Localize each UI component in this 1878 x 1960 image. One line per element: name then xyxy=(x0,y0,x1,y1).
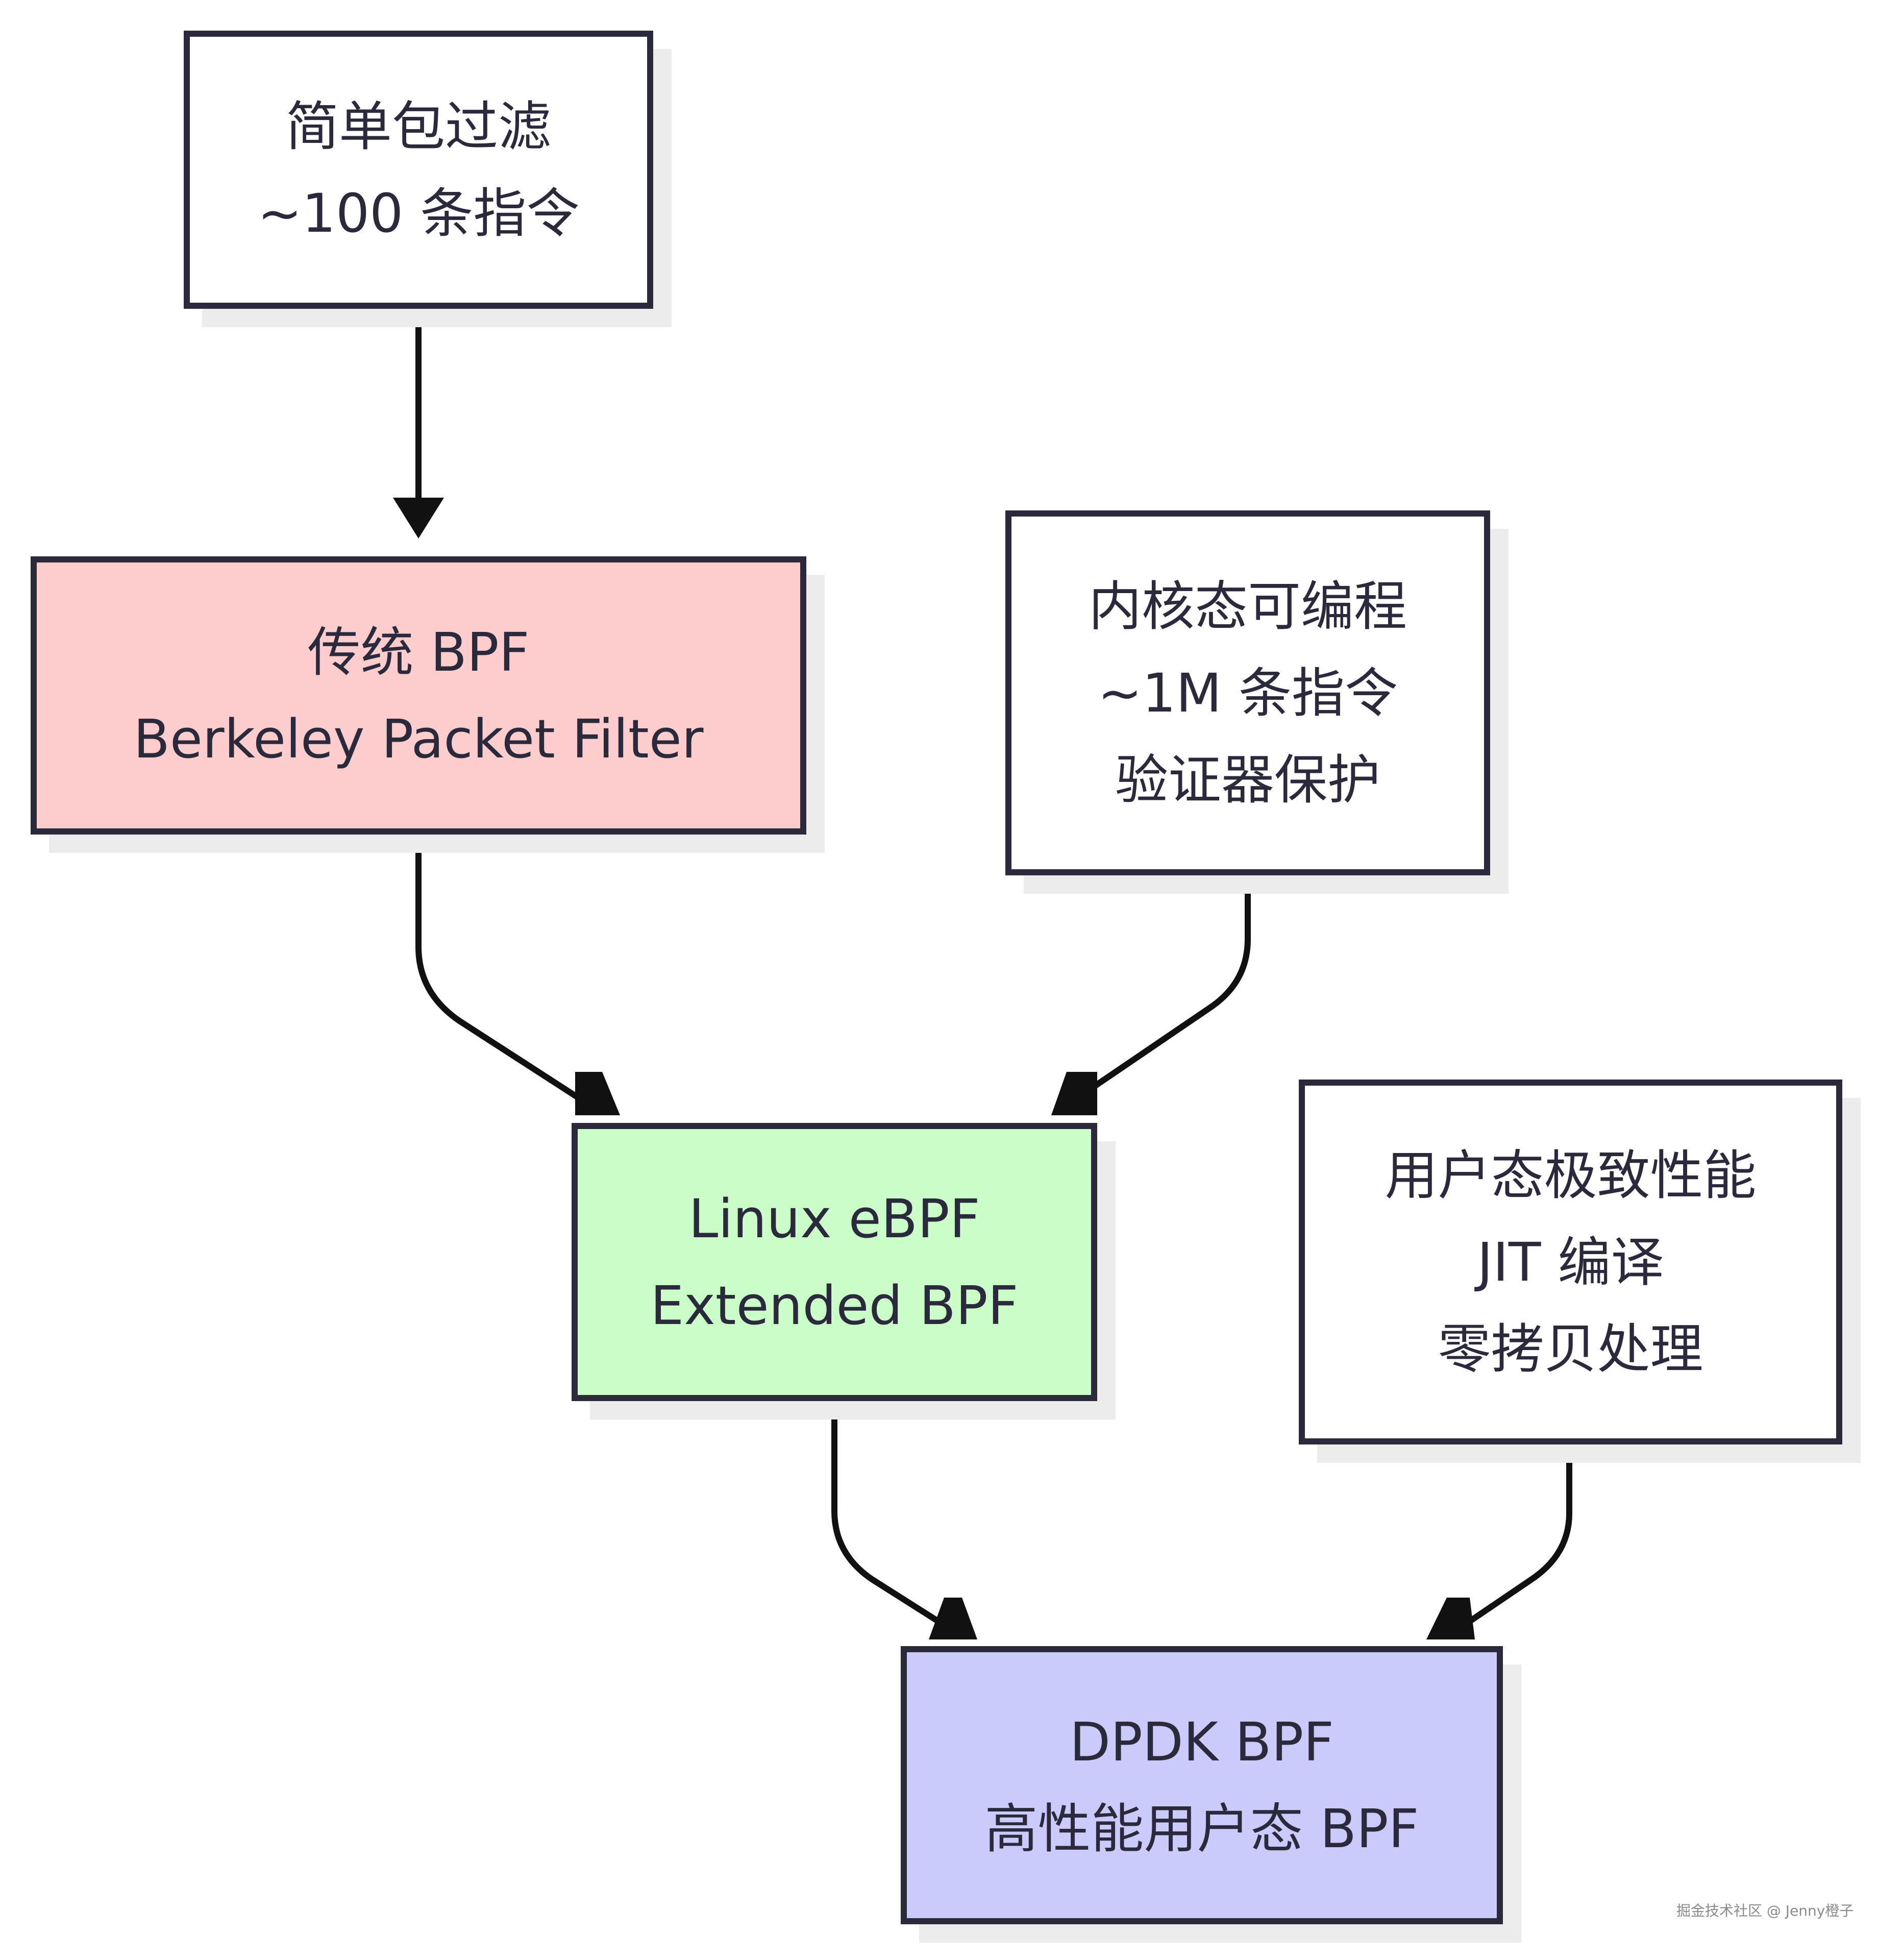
node-user-line-1: 用户态极致性能 xyxy=(1385,1144,1757,1207)
edge-kernel-to-ebpf xyxy=(1079,872,1251,1098)
node-ebpf-line-1: Linux eBPF xyxy=(688,1187,980,1250)
node-user-line-3: 零拷贝处理 xyxy=(1438,1317,1703,1380)
node-dpdk-line-2: 高性能用户态 BPF xyxy=(984,1797,1419,1860)
edge-classic-to-ebpf xyxy=(415,831,585,1103)
arrowhead-user-to-dpdk xyxy=(1426,1598,1475,1639)
node-kernel-line-1: 内核态可编程 xyxy=(1088,575,1407,638)
node-linux-ebpf: Linux eBPF Extended BPF xyxy=(572,1123,1097,1401)
node-user-line-2: JIT 编译 xyxy=(1477,1231,1664,1293)
node-classic-bpf: 传统 BPF Berkeley Packet Filter xyxy=(31,556,806,835)
node-classic-line-1: 传统 BPF xyxy=(307,621,530,683)
node-userspace-performance: 用户态极致性能 JIT 编译 零拷贝处理 xyxy=(1299,1080,1842,1444)
arrowhead-kernel-to-ebpf xyxy=(1051,1072,1097,1115)
arrowhead-simple-to-classic xyxy=(393,498,444,538)
arrowhead-ebpf-to-dpdk xyxy=(929,1598,977,1639)
node-kernel-programmable: 内核态可编程 ~1M 条指令 验证器保护 xyxy=(1005,510,1490,875)
edge-ebpf-to-dpdk xyxy=(831,1398,952,1631)
node-simple-line-2: ~100 条指令 xyxy=(257,182,580,244)
watermark: 掘金技术社区 @ Jenny橙子 xyxy=(1676,1902,1854,1919)
node-ebpf-line-2: Extended BPF xyxy=(650,1274,1019,1337)
arrowhead-classic-to-ebpf xyxy=(575,1072,620,1115)
node-simple-line-1: 简单包过滤 xyxy=(285,95,551,158)
node-dpdk-line-1: DPDK BPF xyxy=(1069,1710,1335,1773)
node-classic-line-2: Berkeley Packet Filter xyxy=(133,707,704,770)
edge-user-to-dpdk xyxy=(1456,1441,1572,1631)
node-kernel-line-3: 验证器保护 xyxy=(1115,748,1380,811)
node-dpdk-bpf: DPDK BPF 高性能用户态 BPF xyxy=(901,1646,1503,1924)
node-kernel-line-2: ~1M 条指令 xyxy=(1097,662,1398,724)
node-simple-packet-filter: 简单包过滤 ~100 条指令 xyxy=(184,31,653,309)
